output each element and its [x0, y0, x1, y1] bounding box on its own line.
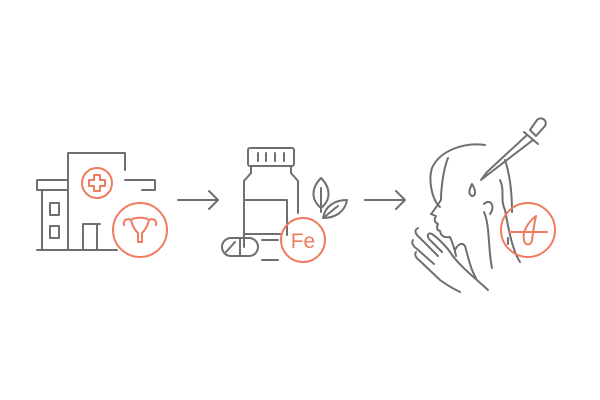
face-profile-icon: [429, 143, 521, 269]
dropper-icon: [468, 117, 547, 197]
arrow-right-icon: [364, 190, 406, 210]
leaves-icon: [312, 177, 348, 219]
medical-cross-icon: [81, 167, 113, 199]
iron-badge: Fe: [280, 217, 326, 263]
uterus-icon: [112, 202, 168, 258]
pill-capsule-icon: [221, 237, 259, 257]
hair-follicle-icon: [500, 202, 556, 258]
iron-badge-text: Fe: [291, 230, 316, 253]
hand-icon: [411, 227, 489, 293]
arrow-right-icon: [177, 190, 219, 210]
supplement-bottle-icon: [243, 147, 299, 261]
hospital-icon: [36, 152, 156, 251]
